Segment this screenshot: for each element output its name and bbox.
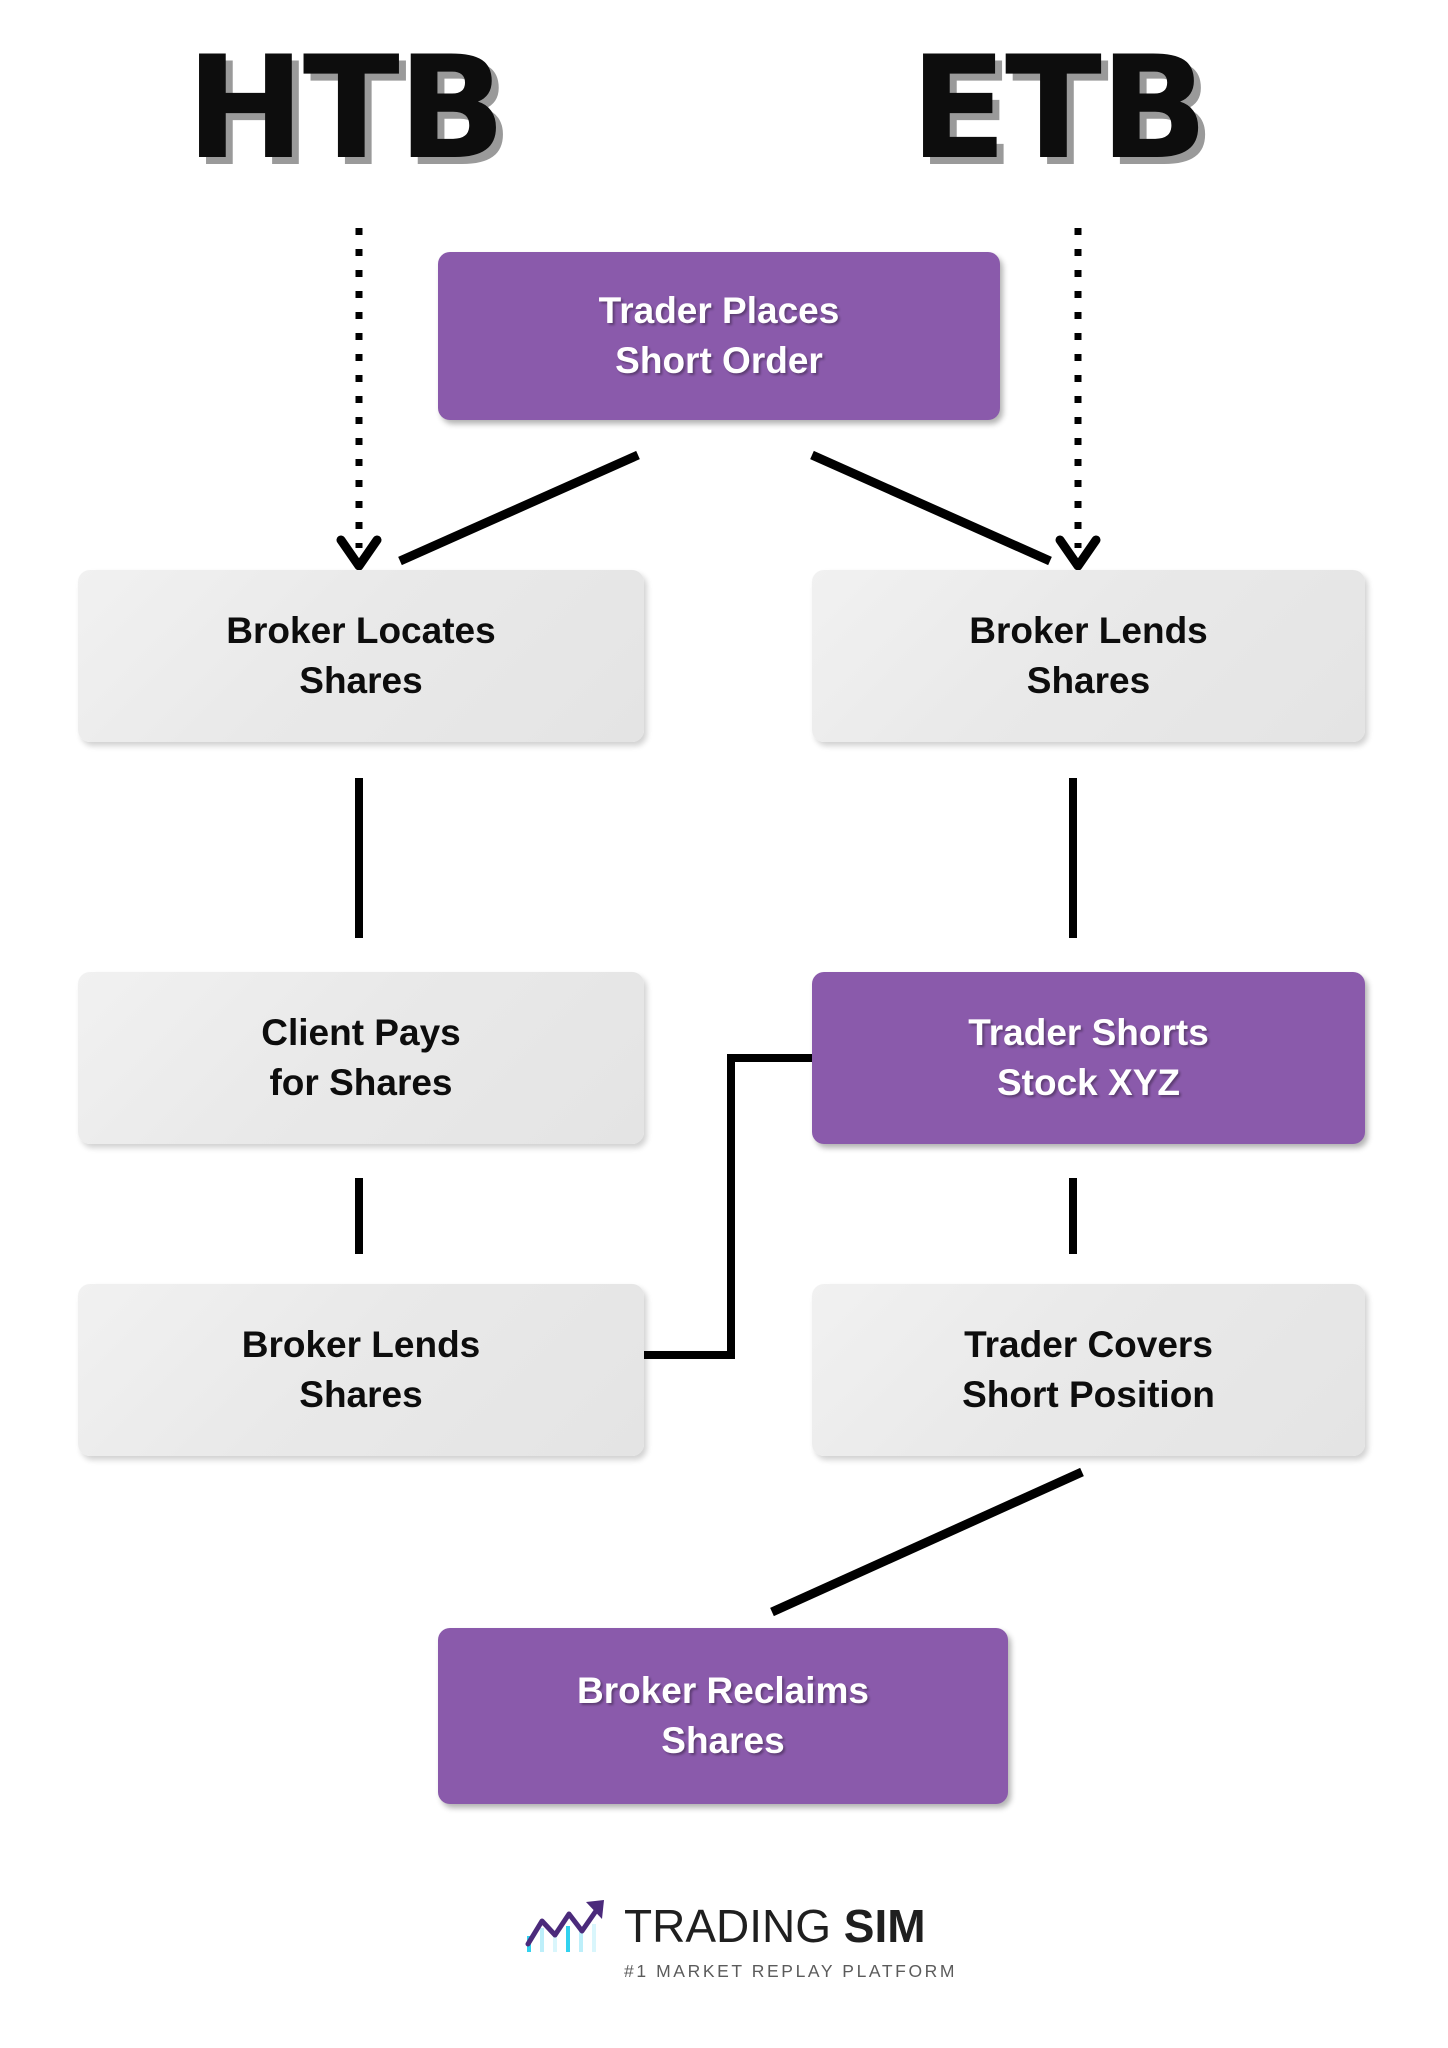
logo-tagline: #1 MARKET REPLAY PLATFORM <box>624 1961 958 1981</box>
connector-short-order-to-locates <box>398 450 640 566</box>
node-trader-covers-short-position[interactable]: Trader Covers Short Position <box>812 1284 1365 1456</box>
node-broker-locates-shares[interactable]: Broker Locates Shares <box>78 570 644 742</box>
connector-lends-left-to-shorts-elbow <box>644 1054 812 1359</box>
chart-arrow-icon <box>525 1900 604 1952</box>
tradingsim-logo: TRADING SIM #1 MARKET REPLAY PLATFORM <box>524 1898 954 1990</box>
connector-short-order-to-lends <box>810 450 1052 566</box>
logo-brand-heavy: SIM <box>843 1900 926 1952</box>
connector-covers-to-reclaims <box>770 1467 1084 1617</box>
logo-wordmark: TRADING SIM <box>624 1903 926 1949</box>
etb-dotted-arrow-icon <box>1055 228 1101 571</box>
node-client-pays-for-shares[interactable]: Client Pays for Shares <box>78 972 644 1144</box>
node-trader-shorts-stock-xyz[interactable]: Trader Shorts Stock XYZ <box>812 972 1365 1144</box>
node-label: Trader Covers Short Position <box>962 1324 1215 1415</box>
logo-brand-light: TRADING <box>624 1900 831 1952</box>
node-trader-places-short-order[interactable]: Trader Places Short Order <box>438 252 1000 420</box>
node-broker-reclaims-shares[interactable]: Broker Reclaims Shares <box>438 1628 1008 1804</box>
htb-dotted-arrow-icon <box>336 228 382 571</box>
node-broker-lends-shares-htb[interactable]: Broker Lends Shares <box>78 1284 644 1456</box>
node-broker-lends-shares-etb[interactable]: Broker Lends Shares <box>812 570 1365 742</box>
section-title-htb: HTB <box>186 26 506 191</box>
node-label: Trader Shorts Stock XYZ <box>968 1012 1209 1103</box>
logo-row: TRADING SIM <box>524 1898 926 1954</box>
node-label: Broker Lends Shares <box>241 1324 481 1415</box>
section-title-etb: ETB <box>910 26 1208 191</box>
node-label: Client Pays for Shares <box>261 1012 461 1103</box>
node-label: Trader Places Short Order <box>598 290 840 381</box>
node-label: Broker Locates Shares <box>226 610 496 701</box>
node-label: Broker Lends Shares <box>969 610 1208 701</box>
node-label: Broker Reclaims Shares <box>576 1670 870 1761</box>
